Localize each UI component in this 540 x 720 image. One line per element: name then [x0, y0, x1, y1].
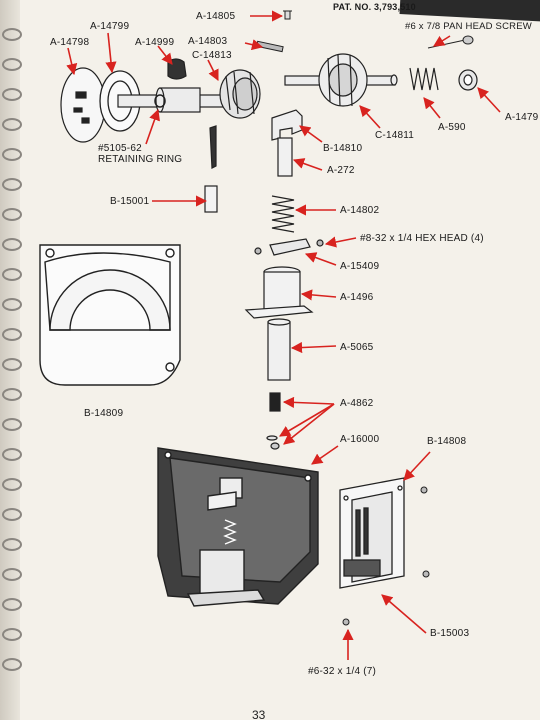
binding-ring	[2, 298, 22, 311]
rod-a5065	[267, 318, 291, 381]
plunger-a272	[277, 137, 293, 177]
frame-a16000	[157, 447, 319, 607]
binding-ring	[2, 178, 22, 191]
label-b15003: B-15003	[430, 628, 470, 639]
binding-ring	[2, 88, 22, 101]
wheel-c14811	[284, 53, 398, 107]
binding-ring	[2, 658, 22, 671]
page-number: 33	[252, 708, 266, 720]
binding-ring	[2, 508, 22, 521]
binding-ring	[2, 208, 22, 221]
label-a4862: A-4862	[340, 398, 374, 409]
retaining-ring	[154, 94, 166, 108]
binding-ring	[2, 478, 22, 491]
label-screw-top: #6 x 7/8 PAN HEAD SCREW	[405, 21, 532, 32]
label-b14810: B-14810	[323, 143, 363, 154]
binding-ring	[2, 568, 22, 581]
lever-b15001	[204, 125, 218, 213]
spiral-binding	[0, 0, 22, 720]
label-a1479: A-1479	[505, 112, 539, 123]
label-a16000: A-16000	[340, 434, 380, 445]
panel-b14808	[339, 477, 405, 589]
callout-arrows	[66, 10, 501, 660]
plate-a15409	[254, 238, 324, 256]
label-a14805: A-14805	[196, 11, 236, 22]
label-a1496: A-1496	[340, 292, 374, 303]
label-c14813: C-14813	[192, 50, 232, 61]
binding-ring	[2, 598, 22, 611]
label-a14999: A-14999	[135, 37, 175, 48]
label-a14803: A-14803	[188, 36, 228, 47]
binding-ring	[2, 268, 22, 281]
nut-a1479	[458, 69, 478, 91]
label-a14802: A-14802	[340, 205, 380, 216]
label-ring-part: #5105-62	[98, 143, 142, 154]
label-screw-bottom: #6-32 x 1/4 (7)	[308, 666, 377, 677]
label-hex-head: #8-32 x 1/4 HEX HEAD (4)	[360, 233, 484, 244]
label-a5065: A-5065	[340, 342, 374, 353]
screw-a14805	[283, 10, 292, 20]
label-a272: A-272	[327, 165, 355, 176]
label-b14808: B-14808	[427, 436, 467, 447]
binding-ring	[2, 358, 22, 371]
binding-ring	[2, 148, 22, 161]
spring-a590	[409, 67, 439, 91]
pan-head-screw	[427, 35, 474, 49]
binding-ring	[2, 328, 22, 341]
patent-number: PAT. NO. 3,793,510	[333, 2, 416, 12]
binding-ring	[2, 538, 22, 551]
binding-ring	[2, 58, 22, 71]
loose-screws	[342, 486, 430, 626]
label-a590: A-590	[438, 122, 466, 133]
binding-ring	[2, 238, 22, 251]
label-ring-name: RETAINING RING	[98, 154, 183, 165]
binding-ring	[2, 28, 22, 41]
binding-ring	[2, 628, 22, 641]
binding-ring	[2, 118, 22, 131]
label-a15409: A-15409	[340, 261, 380, 272]
binding-ring	[2, 388, 22, 401]
spring-a14802	[271, 195, 295, 233]
label-c14811: C-14811	[375, 130, 415, 141]
disc-a14798	[60, 67, 106, 143]
label-a14798: A-14798	[50, 37, 90, 48]
parts-a4862	[266, 392, 281, 450]
label-a14799: A-14799	[90, 21, 130, 32]
solenoid-a1496	[244, 266, 314, 319]
label-b15001: B-15001	[110, 196, 150, 207]
cover-b14809	[39, 244, 181, 386]
label-b14809: B-14809	[84, 408, 124, 419]
binding-ring	[2, 418, 22, 431]
bracket-b14810	[271, 109, 303, 141]
binding-ring	[2, 448, 22, 461]
shaft-c14813	[117, 69, 261, 119]
